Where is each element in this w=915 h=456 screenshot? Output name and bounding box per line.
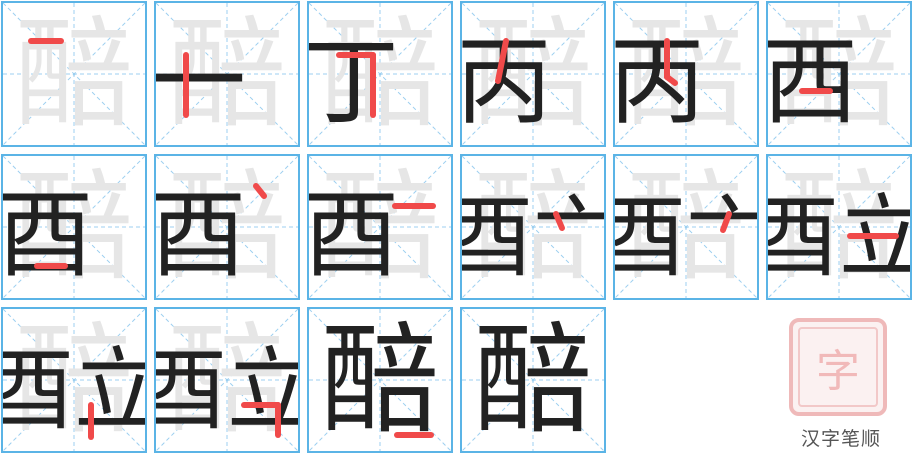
ghost-character: 醅	[474, 311, 592, 449]
guide-line	[3, 156, 145, 298]
stroke-step-cell: 醅醅	[460, 307, 606, 453]
ghost-character: 醅	[321, 311, 439, 449]
grid-guides	[615, 3, 757, 145]
ghost-character: 醅	[168, 311, 286, 449]
grid-guides	[3, 156, 145, 298]
brand-label: 汉字笔顺	[800, 428, 881, 450]
ghost-character: 醅	[321, 158, 439, 296]
ghost-character: 醅	[168, 158, 286, 296]
stroke-step-cell: 醅酉	[307, 154, 453, 300]
ghost-character: 醅	[321, 5, 439, 143]
guide-line	[462, 156, 604, 298]
ink-strokes: 丙	[615, 26, 705, 138]
stroke-step-cell: 醅酉立	[766, 154, 912, 300]
ink-strokes: 酉亠	[462, 185, 604, 290]
stroke-step-cell: 醅酉亠	[460, 154, 606, 300]
grid-guides	[156, 309, 298, 451]
ghost-character: 醅	[627, 5, 745, 143]
logo-stamp: 字	[789, 318, 887, 416]
stroke-step-cell: 醅酉立	[154, 307, 300, 453]
guide-line	[3, 309, 145, 451]
grid-guides	[768, 156, 910, 298]
current-stroke	[664, 74, 678, 86]
stroke-step-cell: 醅一	[154, 1, 300, 147]
guide-line	[309, 156, 451, 298]
stroke-step-cell: 醅酉立	[1, 307, 147, 453]
current-stroke	[495, 38, 509, 84]
ink-strokes: 酉亠	[615, 185, 757, 290]
guide-line	[156, 309, 298, 451]
stroke-step-cell: 醅西	[766, 1, 912, 147]
guide-line	[768, 3, 910, 145]
grid-guides	[3, 309, 145, 451]
stroke-step-cell: 醅丙	[460, 1, 606, 147]
guide-line	[309, 309, 451, 451]
ink-strokes: 酉	[309, 179, 399, 291]
guide-line	[615, 156, 757, 298]
guide-line	[156, 156, 298, 298]
stroke-step-cell: 醅丁	[307, 1, 453, 147]
grid-guides	[156, 3, 298, 145]
ghost-character: 醅	[474, 5, 592, 143]
ghost-character: 醅	[780, 158, 898, 296]
guide-line	[3, 3, 145, 145]
ink-strokes: 酉立	[3, 338, 145, 443]
ink-character: 醅	[321, 311, 439, 449]
grid-guides	[156, 156, 298, 298]
stroke-step-cell: 醅醅	[307, 307, 453, 453]
ghost-character: 醅	[15, 311, 133, 449]
grid-guides	[462, 3, 604, 145]
ghost-character: 醅	[780, 5, 898, 143]
guide-line	[462, 309, 604, 451]
grid-guides	[462, 309, 604, 451]
grid-guides	[615, 156, 757, 298]
stroke-step-cell: 醅丙	[613, 1, 759, 147]
ink-strokes: 西	[768, 26, 858, 138]
ghost-character: 醅	[15, 5, 133, 143]
current-stroke	[720, 211, 732, 233]
guide-line	[462, 3, 604, 145]
ink-character: 醅	[474, 311, 592, 449]
grid-guides	[768, 3, 910, 145]
grid-guides	[462, 156, 604, 298]
guide-line	[768, 156, 910, 298]
stroke-step-cell: 醅酉亠	[613, 154, 759, 300]
guide-line	[309, 3, 451, 145]
current-stroke	[553, 211, 565, 231]
ink-strokes: 酉	[3, 179, 93, 291]
current-stroke	[253, 183, 267, 199]
ink-strokes: 一	[156, 26, 246, 138]
stroke-step-cell: 醅	[1, 1, 147, 147]
stroke-step-cell: 醅酉	[1, 154, 147, 300]
ink-strokes: 酉	[156, 179, 246, 291]
ink-strokes: 酉立	[156, 338, 298, 443]
grid-guides	[3, 3, 145, 145]
ghost-character: 醅	[474, 158, 592, 296]
logo-glyph: 字	[798, 327, 878, 407]
ghost-character: 醅	[15, 158, 133, 296]
guide-line	[156, 3, 298, 145]
grid-guides	[309, 309, 451, 451]
guide-line	[615, 3, 757, 145]
ink-strokes: 丁	[309, 26, 399, 138]
grid-guides	[309, 3, 451, 145]
grid-guides	[309, 156, 451, 298]
stroke-step-cell: 醅酉	[154, 154, 300, 300]
